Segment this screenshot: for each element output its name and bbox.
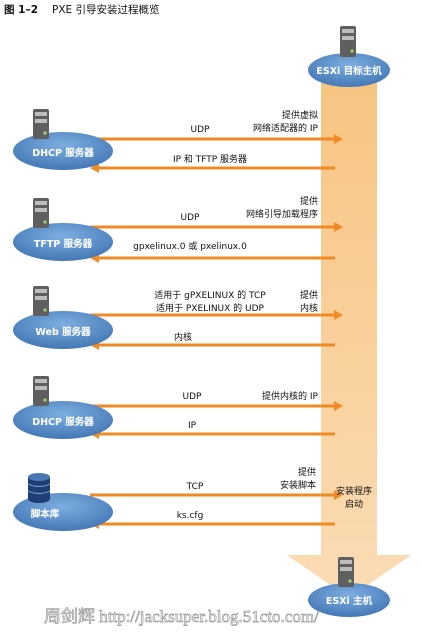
figure-number: 图 1–2 (4, 4, 38, 16)
esxi-host: ESXi 主机 (308, 557, 390, 617)
row-tftp: TFTP 服务器 UDP gpxelinux.0 或 pxelinux.0 提供… (13, 195, 343, 263)
side-note-line-2: 安装脚本 (280, 479, 316, 491)
esxi-target-host: ESXi 目标主机 (308, 26, 390, 87)
installer-start-line-2: 启动 (345, 498, 363, 510)
server-tower-icon (340, 26, 356, 57)
server-tower-icon (33, 198, 49, 228)
side-note-line-1: 提供内核的 IP (262, 390, 319, 402)
request-label: TCP (186, 482, 204, 492)
top-host-label: ESXi 目标主机 (316, 65, 382, 77)
row-dhcp-2: DHCP 服务器 UDP IP 提供内核的 IP (13, 376, 343, 439)
side-note-line-1: 提供虚拟 (282, 109, 318, 121)
row-script-repository: 脚本库 TCP ks.cfg 提供 安装脚本 (13, 466, 343, 531)
row-dhcp-1: DHCP 服务器 UDP IP 和 TFTP 服务器 提供虚拟 网络适配器的 I… (13, 109, 343, 173)
request-label: UDP (181, 213, 201, 223)
side-note-line-1: 提供 (300, 289, 318, 301)
figure-title: PXE 引导安装过程概览 (52, 3, 160, 16)
bottom-host-label: ESXi 主机 (326, 595, 373, 607)
response-label: 内核 (174, 331, 192, 343)
request-label: UDP (183, 392, 203, 402)
request-label-line-1: 适用于 gPXELINUX 的 TCP (154, 289, 266, 301)
server-label: Web 服务器 (35, 326, 91, 338)
server-tower-icon (33, 376, 49, 406)
server-label: 脚本库 (31, 508, 60, 520)
side-note-line-2: 网络引导加载程序 (246, 208, 318, 220)
response-label: IP 和 TFTP 服务器 (173, 153, 247, 165)
request-label-line-2: 适用于 PXELINUX 的 UDP (156, 302, 265, 314)
side-note-line-1: 提供 (298, 466, 316, 478)
server-label: DHCP 服务器 (32, 147, 94, 159)
database-icon (27, 473, 51, 503)
server-label: DHCP 服务器 (32, 416, 94, 428)
server-tower-icon (33, 109, 49, 139)
server-label: TFTP 服务器 (34, 238, 93, 250)
server-tower-icon (33, 286, 49, 316)
side-note-line-2: 内核 (300, 302, 318, 314)
response-label: ks.cfg (177, 511, 204, 521)
installer-start-line-1: 安装程序 (336, 485, 372, 497)
watermark: 周剑辉 http://jacksuper.blog.51cto.com/ (44, 607, 319, 626)
vertical-flow-arrow (287, 68, 411, 598)
response-label: gpxelinux.0 或 pxelinux.0 (133, 240, 247, 252)
server-tower-icon (338, 557, 354, 587)
response-label: IP (188, 421, 197, 431)
row-web: Web 服务器 适用于 gPXELINUX 的 TCP 适用于 PXELINUX… (13, 286, 343, 350)
side-note-line-1: 提供 (300, 195, 318, 207)
request-label: UDP (191, 125, 211, 135)
side-note-line-2: 网络适配器的 IP (253, 122, 319, 134)
